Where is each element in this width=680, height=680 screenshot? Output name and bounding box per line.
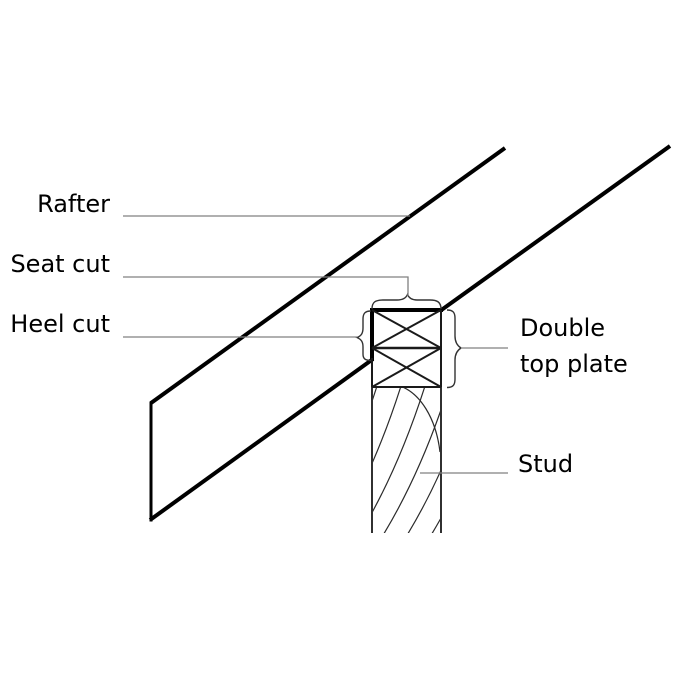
stud-outline <box>371 387 442 533</box>
label-seat-cut: Seat cut <box>10 250 110 278</box>
label-double-top-plate: Double top plate <box>520 314 628 378</box>
plate-x-brace-upper <box>371 309 442 349</box>
rafter-outline <box>148 144 672 522</box>
rafter-bottom-edge-upper-line <box>438 144 672 313</box>
stud-wood-grain-hatch <box>373 388 440 533</box>
leader-lines <box>123 215 508 474</box>
brace-double-top-plate <box>446 309 463 389</box>
plate-x-brace-lower <box>371 347 442 388</box>
leader-seat-cut <box>123 276 409 296</box>
birdsmouth-notch <box>370 308 443 361</box>
label-heel-cut: Heel cut <box>10 310 110 338</box>
brace-heel-cut <box>355 310 372 362</box>
double-top-plate-box <box>371 309 442 388</box>
rafter-top-edge-line <box>149 146 507 405</box>
label-rafter: Rafter <box>37 190 110 218</box>
wood-grain-corner-arc <box>403 388 440 453</box>
brace-seat-cut <box>371 292 442 310</box>
rafter-bottom-edge-lower-line <box>148 357 375 522</box>
label-stud: Stud <box>518 450 574 478</box>
